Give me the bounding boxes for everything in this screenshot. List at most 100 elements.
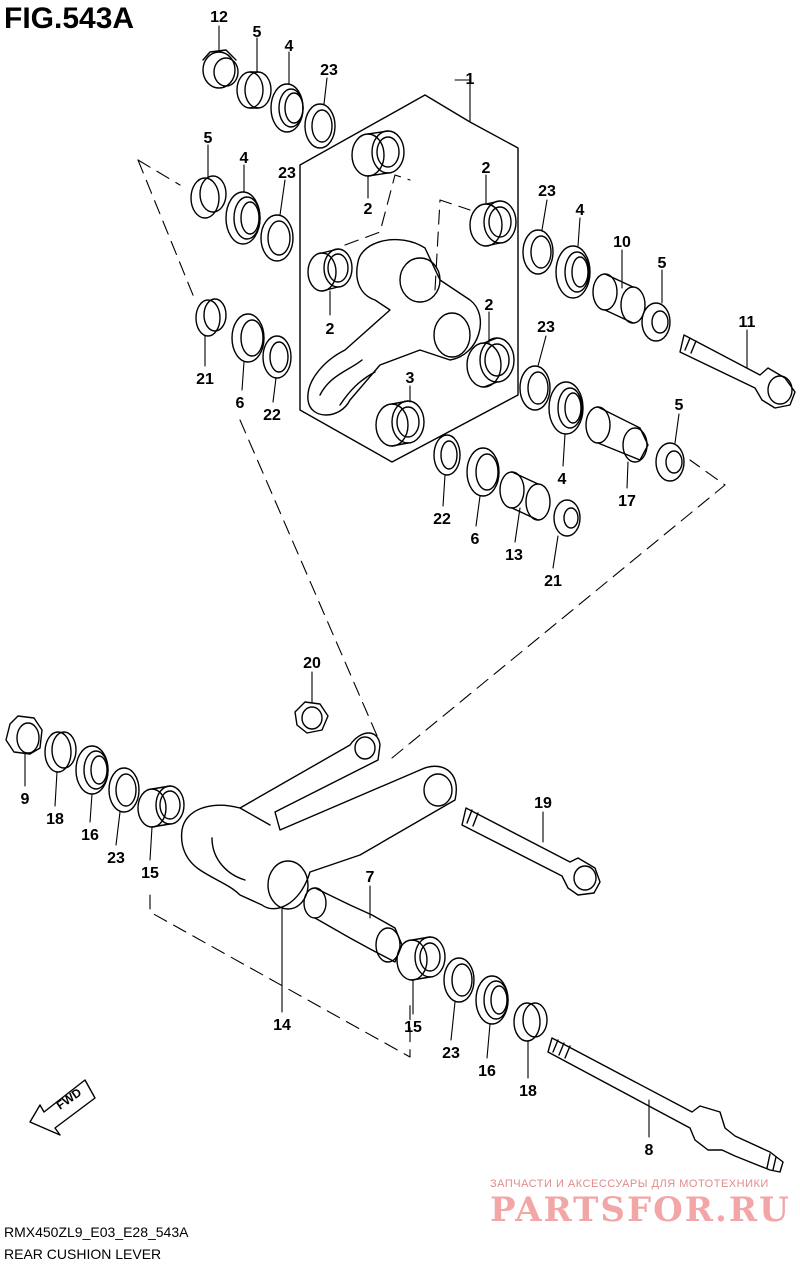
callout-18: 18 xyxy=(519,1083,537,1100)
callout-3: 3 xyxy=(406,370,415,387)
callout-6: 6 xyxy=(236,395,245,412)
bolt-19 xyxy=(461,807,601,896)
callout-2: 2 xyxy=(364,201,373,218)
leader-line xyxy=(442,474,446,507)
callout-11: 11 xyxy=(739,314,756,331)
callout-2: 2 xyxy=(326,321,335,338)
callout-1: 1 xyxy=(466,71,475,88)
callout-12: 12 xyxy=(210,9,228,26)
leader-line xyxy=(552,535,559,569)
spacer-5-left xyxy=(190,175,227,219)
watermark-brand: PARTSFOR.RU xyxy=(490,1190,791,1230)
nut-20 xyxy=(294,701,329,734)
callout-23: 23 xyxy=(278,165,296,182)
callout-23: 23 xyxy=(320,62,338,79)
guide-line xyxy=(434,199,471,291)
spacer-18-left xyxy=(44,731,77,773)
collar-10 xyxy=(592,273,646,324)
callout-4: 4 xyxy=(240,150,249,167)
leader-line xyxy=(149,826,153,861)
bearing-2-d xyxy=(466,337,515,388)
callout-23: 23 xyxy=(538,183,556,200)
model-code: RMX450ZL9_E03_E28_543A xyxy=(4,1224,189,1240)
washer-23-lower-left xyxy=(108,767,140,813)
spacer-18-right xyxy=(513,1002,548,1042)
bearing-15-right xyxy=(396,936,446,981)
nut-12 xyxy=(202,49,239,89)
cushion-rod-1 xyxy=(307,238,481,416)
collar-17 xyxy=(585,406,649,463)
callout-18: 18 xyxy=(46,811,64,828)
leader-line xyxy=(486,1023,491,1059)
leader-line xyxy=(115,811,121,846)
callout-21: 21 xyxy=(544,573,562,590)
callout-5: 5 xyxy=(658,255,667,272)
washer-23-left xyxy=(260,214,294,262)
callout-4: 4 xyxy=(558,471,567,488)
leader-line xyxy=(626,461,629,489)
leader-line xyxy=(577,217,581,247)
callout-23: 23 xyxy=(537,319,555,336)
callout-13: 13 xyxy=(505,547,523,564)
leader-line xyxy=(323,77,328,105)
bearing-2-a xyxy=(351,130,405,177)
callout-16: 16 xyxy=(478,1063,496,1080)
washer-22-left xyxy=(262,335,292,379)
bearing-3 xyxy=(375,400,425,447)
callout-21: 21 xyxy=(196,371,214,388)
washer-23-top xyxy=(304,103,336,149)
callout-4: 4 xyxy=(576,202,585,219)
figure-title: FIG.543A xyxy=(4,2,135,35)
guide-line xyxy=(239,419,379,739)
spacer-21-left xyxy=(195,298,227,337)
callout-22: 22 xyxy=(433,511,451,528)
leader-line xyxy=(241,361,245,391)
callout-14: 14 xyxy=(273,1017,291,1034)
washer-23-right-a xyxy=(522,229,554,275)
leader-line xyxy=(514,507,521,543)
callout-15: 15 xyxy=(404,1019,422,1036)
collar-13 xyxy=(499,471,551,521)
guide-line xyxy=(149,894,411,1058)
callout-16: 16 xyxy=(81,827,99,844)
callout-5: 5 xyxy=(204,130,213,147)
leader-line xyxy=(450,1001,456,1041)
spacer-5-right-b xyxy=(655,442,685,482)
seal-4-right-a xyxy=(555,245,591,299)
callout-2: 2 xyxy=(482,160,491,177)
section-name: REAR CUSHION LEVER xyxy=(4,1246,162,1262)
callout-8: 8 xyxy=(645,1142,654,1159)
fwd-arrow-icon: FWD xyxy=(29,1079,96,1136)
leader-line xyxy=(54,771,58,807)
nut-9 xyxy=(5,715,43,755)
callout-5: 5 xyxy=(675,397,684,414)
callout-9: 9 xyxy=(21,791,30,808)
bearing-15-left xyxy=(137,785,185,828)
seal-6-right xyxy=(466,447,500,497)
seal-16-right xyxy=(475,975,509,1025)
spacer-5-right-a xyxy=(641,302,671,342)
callout-6: 6 xyxy=(471,531,480,548)
callout-7: 7 xyxy=(366,869,375,886)
guide-line xyxy=(137,159,181,186)
leader-line xyxy=(541,199,548,231)
leader-line xyxy=(562,433,566,467)
callout-2: 2 xyxy=(485,297,494,314)
watermark-tagline: ЗАПЧАСТИ И АКСЕССУАРЫ ДЛЯ МОТОТЕХНИКИ xyxy=(490,1178,769,1190)
callout-10: 10 xyxy=(613,234,631,251)
spacer-21-right xyxy=(553,499,581,537)
callout-23: 23 xyxy=(107,850,125,867)
collar-7 xyxy=(303,887,403,963)
guide-line xyxy=(344,174,411,246)
washer-22-right xyxy=(433,434,461,476)
washer-23-lower-right xyxy=(443,957,475,1003)
guide-line xyxy=(391,459,726,759)
bearing-2-b xyxy=(469,200,517,247)
leader-line xyxy=(674,413,680,444)
guide-line xyxy=(137,159,196,301)
callout-23: 23 xyxy=(442,1045,460,1062)
leader-line xyxy=(272,377,277,403)
seal-6-left xyxy=(231,313,265,363)
